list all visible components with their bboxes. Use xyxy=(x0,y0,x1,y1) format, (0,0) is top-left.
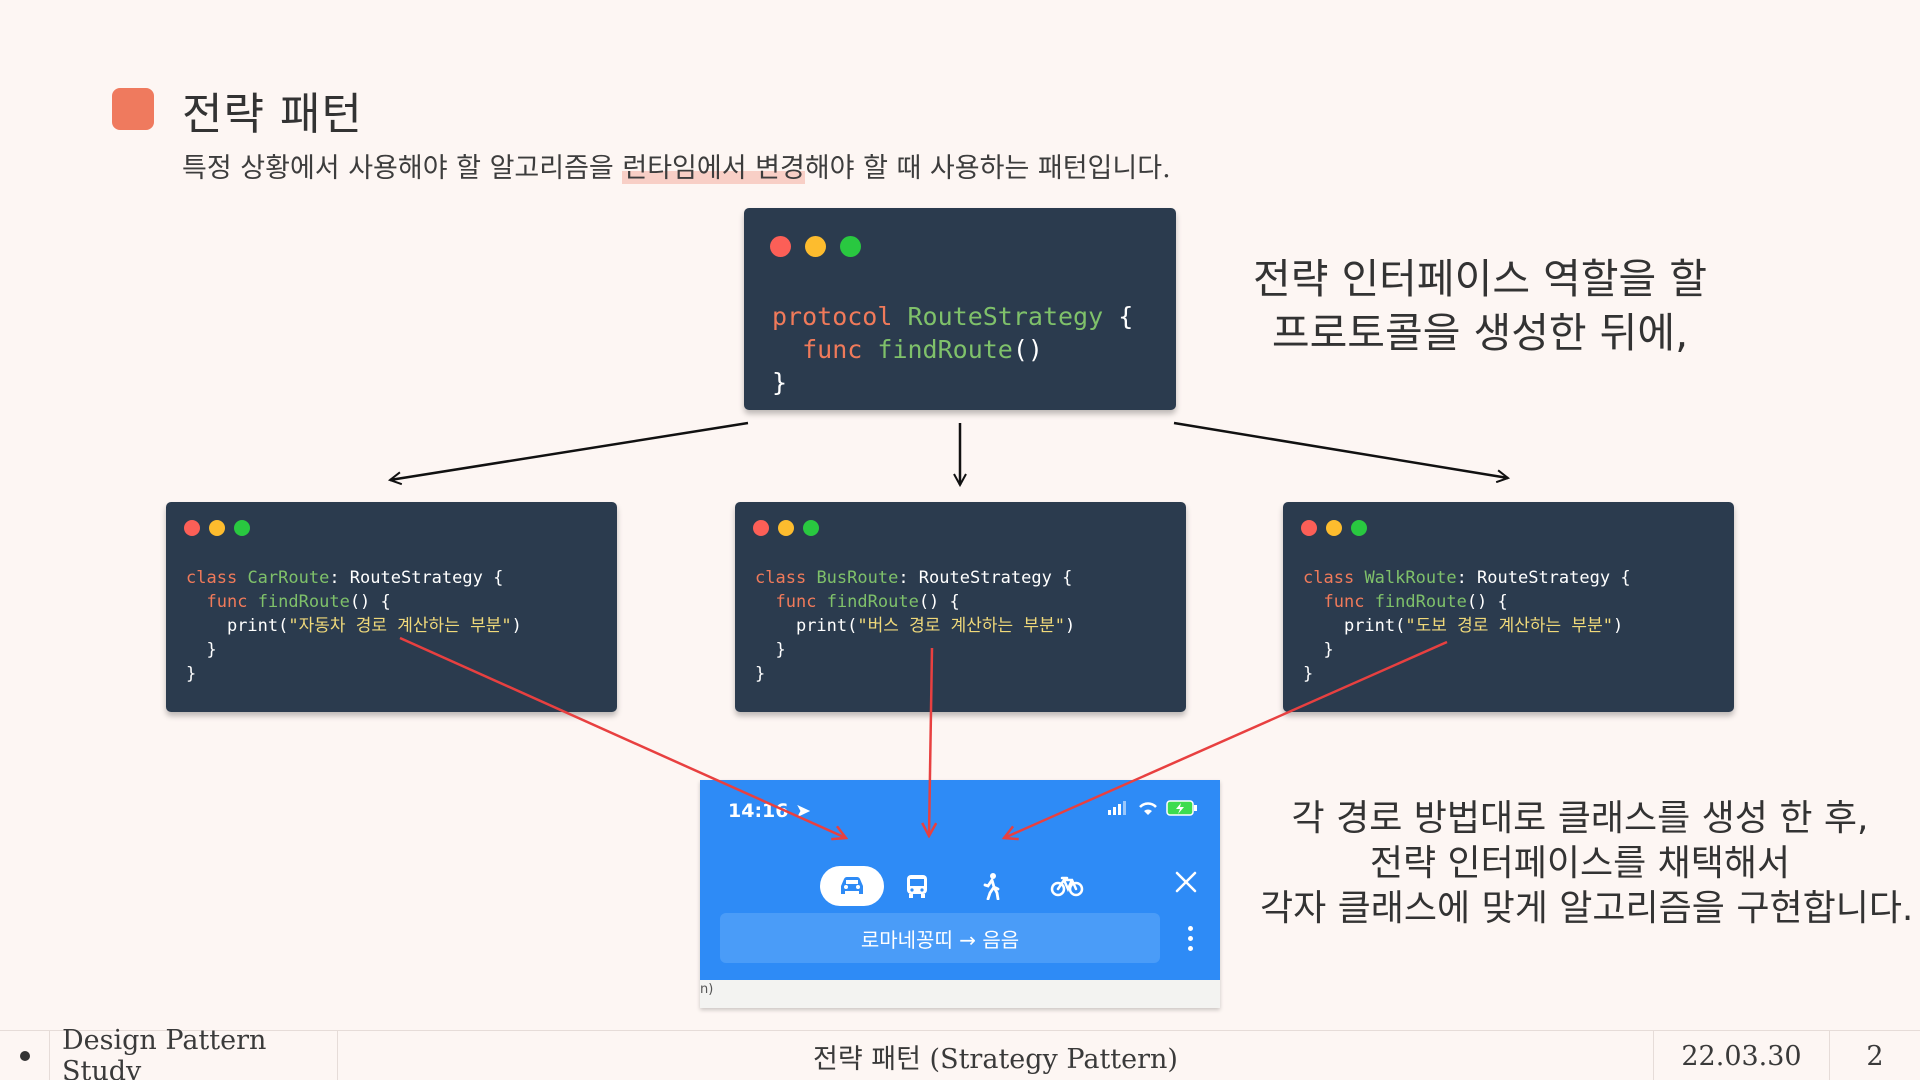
class-note-line: 전략 인터페이스를 채택해서 xyxy=(1369,843,1791,884)
car-icon xyxy=(841,877,863,894)
minimize-dot-icon xyxy=(778,520,794,536)
bus-route-code-window: class BusRoute: RouteStrategy { func fin… xyxy=(735,502,1186,712)
map-app-screenshot: 14:16 ➤ 로마네꽁띠 → 음음 n) xyxy=(700,780,1220,1008)
walk-route-code-window: class WalkRoute: RouteStrategy { func fi… xyxy=(1283,502,1734,712)
more-dot-icon xyxy=(1187,945,1193,951)
window-controls xyxy=(1301,520,1376,536)
close-button[interactable] xyxy=(1166,862,1206,902)
subtitle-text-1: 특정 상황에서 사용해야 할 알고리즘을 xyxy=(182,153,623,184)
close-dot-icon xyxy=(1301,520,1317,536)
walk-mode-tab[interactable] xyxy=(960,866,1024,906)
route-summary[interactable]: 로마네꽁띠 → 음음 xyxy=(720,913,1160,963)
protocol-code-window: protocol RouteStrategy { func findRoute(… xyxy=(744,208,1176,410)
status-time: 14:16 ➤ xyxy=(728,800,812,822)
slide-footer: Design Pattern Study 전략 패턴 (Strategy Pat… xyxy=(0,1025,1920,1080)
bus-route-code: class BusRoute: RouteStrategy { func fin… xyxy=(755,568,1076,684)
protocol-code: protocol RouteStrategy { func findRoute(… xyxy=(772,302,1134,397)
protocol-note-line: 프로토콜을 생성한 뒤에, xyxy=(1271,309,1689,357)
subtitle-highlight: 런타임에서 변경 xyxy=(622,153,805,184)
minimize-dot-icon xyxy=(209,520,225,536)
footer-study-name: Design Pattern Study xyxy=(50,1025,338,1080)
battery-icon xyxy=(1166,800,1197,816)
bus-mode-tab[interactable] xyxy=(885,866,949,906)
more-options-button[interactable] xyxy=(1178,920,1202,956)
map-preview: n) xyxy=(700,980,1220,1008)
bike-icon xyxy=(1050,876,1084,897)
window-controls xyxy=(753,520,828,536)
minimize-dot-icon xyxy=(805,236,826,257)
signal-icon xyxy=(1108,801,1126,815)
more-dot-icon xyxy=(1187,935,1193,941)
transport-mode-tabs xyxy=(700,856,1220,916)
close-dot-icon xyxy=(770,236,791,257)
maximize-dot-icon xyxy=(840,236,861,257)
car-route-code: class CarRoute: RouteStrategy { func fin… xyxy=(186,568,522,684)
class-note-line: 각 경로 방법대로 클래스를 생성 한 후, xyxy=(1291,798,1869,839)
bus-icon xyxy=(907,875,927,898)
bullet-icon xyxy=(19,1051,30,1061)
status-icons xyxy=(1108,800,1198,816)
maximize-dot-icon xyxy=(234,520,250,536)
bike-mode-tab[interactable] xyxy=(1035,866,1099,906)
class-note: 각 경로 방법대로 클래스를 생성 한 후, 전략 인터페이스를 채택해서 각자… xyxy=(1260,796,1914,931)
maximize-dot-icon xyxy=(803,520,819,536)
window-controls xyxy=(770,236,875,257)
footer-date: 22.03.30 xyxy=(1654,1031,1830,1080)
map-label-fragment: n) xyxy=(700,982,714,997)
close-dot-icon xyxy=(184,520,200,536)
footer-page-number: 2 xyxy=(1866,1040,1884,1072)
slide-subtitle: 특정 상황에서 사용해야 할 알고리즘을 런타임에서 변경해야 할 때 사용하는… xyxy=(182,146,1171,185)
title-square-icon xyxy=(112,88,154,130)
more-dot-icon xyxy=(1187,925,1193,931)
car-route-code-window: class CarRoute: RouteStrategy { func fin… xyxy=(166,502,617,712)
subtitle-text-2: 해야 할 때 사용하는 패턴입니다. xyxy=(804,153,1171,184)
location-arrow-icon: ➤ xyxy=(795,800,812,822)
walk-icon xyxy=(983,873,1000,900)
slide-title: 전략 패턴 xyxy=(182,89,363,140)
protocol-note: 전략 인터페이스 역할을 할 프로토콜을 생성한 뒤에, xyxy=(1200,252,1760,360)
arrow-to-walk-route xyxy=(1173,421,1508,478)
maximize-dot-icon xyxy=(1351,520,1367,536)
close-icon xyxy=(1175,871,1197,893)
minimize-dot-icon xyxy=(1326,520,1342,536)
footer-bullet xyxy=(0,1031,50,1080)
class-note-line: 각자 클래스에 맞게 알고리즘을 구현합니다. xyxy=(1260,888,1914,929)
window-controls xyxy=(184,520,259,536)
footer-topic: 전략 패턴 (Strategy Pattern) xyxy=(338,1031,1654,1080)
walk-route-code: class WalkRoute: RouteStrategy { func fi… xyxy=(1303,568,1631,684)
wifi-icon xyxy=(1139,801,1157,815)
car-mode-tab[interactable] xyxy=(820,866,884,906)
close-dot-icon xyxy=(753,520,769,536)
arrow-to-car-route xyxy=(390,421,749,480)
protocol-note-line: 전략 인터페이스 역할을 할 xyxy=(1252,255,1708,303)
